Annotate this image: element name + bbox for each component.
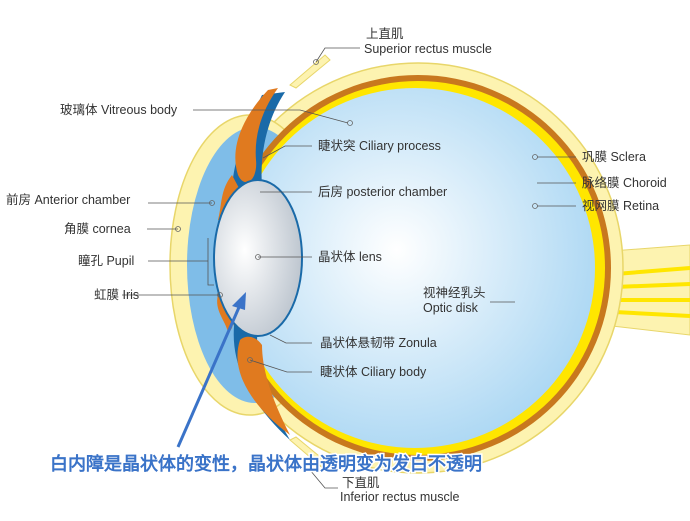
label-retina: 视网膜 Retina <box>582 198 659 213</box>
label-vitreous-body: 玻璃体 Vitreous body <box>60 103 178 117</box>
ciliary-body-upper <box>235 88 278 183</box>
cataract-arrow <box>176 304 242 448</box>
label-ciliary-process: 睫状突 Ciliary process <box>318 138 441 153</box>
cataract-caption: 白内障是晶状体的变性，晶状体由透明变为发白不透明 <box>50 453 482 475</box>
label-sclera: 巩膜 Sclera <box>582 150 646 164</box>
lens <box>213 179 303 337</box>
label-lens: 晶状体 lens <box>318 250 382 264</box>
label-optic-disk-cn: 视神经乳头 <box>423 285 486 300</box>
superior-rectus-muscle <box>289 54 331 89</box>
label-zonula: 晶状体悬韧带 Zonula <box>320 336 437 350</box>
label-posterior-chamber: 后房 posterior chamber <box>318 184 447 199</box>
label-superior-rectus-en: Superior rectus muscle <box>364 42 492 56</box>
label-pupil: 瞳孔 Pupil <box>78 253 134 268</box>
label-anterior-chamber: 前房 Anterior chamber <box>6 192 130 207</box>
label-iris: 虹膜 Iris <box>94 288 139 302</box>
label-choroid: 脉络膜 Choroid <box>582 175 667 190</box>
label-cornea: 角膜 cornea <box>64 222 131 236</box>
leader-lines <box>122 47 576 489</box>
ciliary-body-lower <box>237 336 290 435</box>
label-inferior-rectus-cn: 下直肌 <box>342 476 380 490</box>
label-superior-rectus-cn: 上直肌 <box>366 27 404 41</box>
label-inferior-rectus-en: Inferior rectus muscle <box>340 490 460 504</box>
inferior-rectus-muscle <box>289 436 331 471</box>
vitreous-body <box>235 88 595 448</box>
label-optic-disk-en: Optic disk <box>423 301 479 315</box>
arrow-head-icon <box>232 292 246 310</box>
label-ciliary-body: 睫状体 Ciliary body <box>320 365 427 379</box>
